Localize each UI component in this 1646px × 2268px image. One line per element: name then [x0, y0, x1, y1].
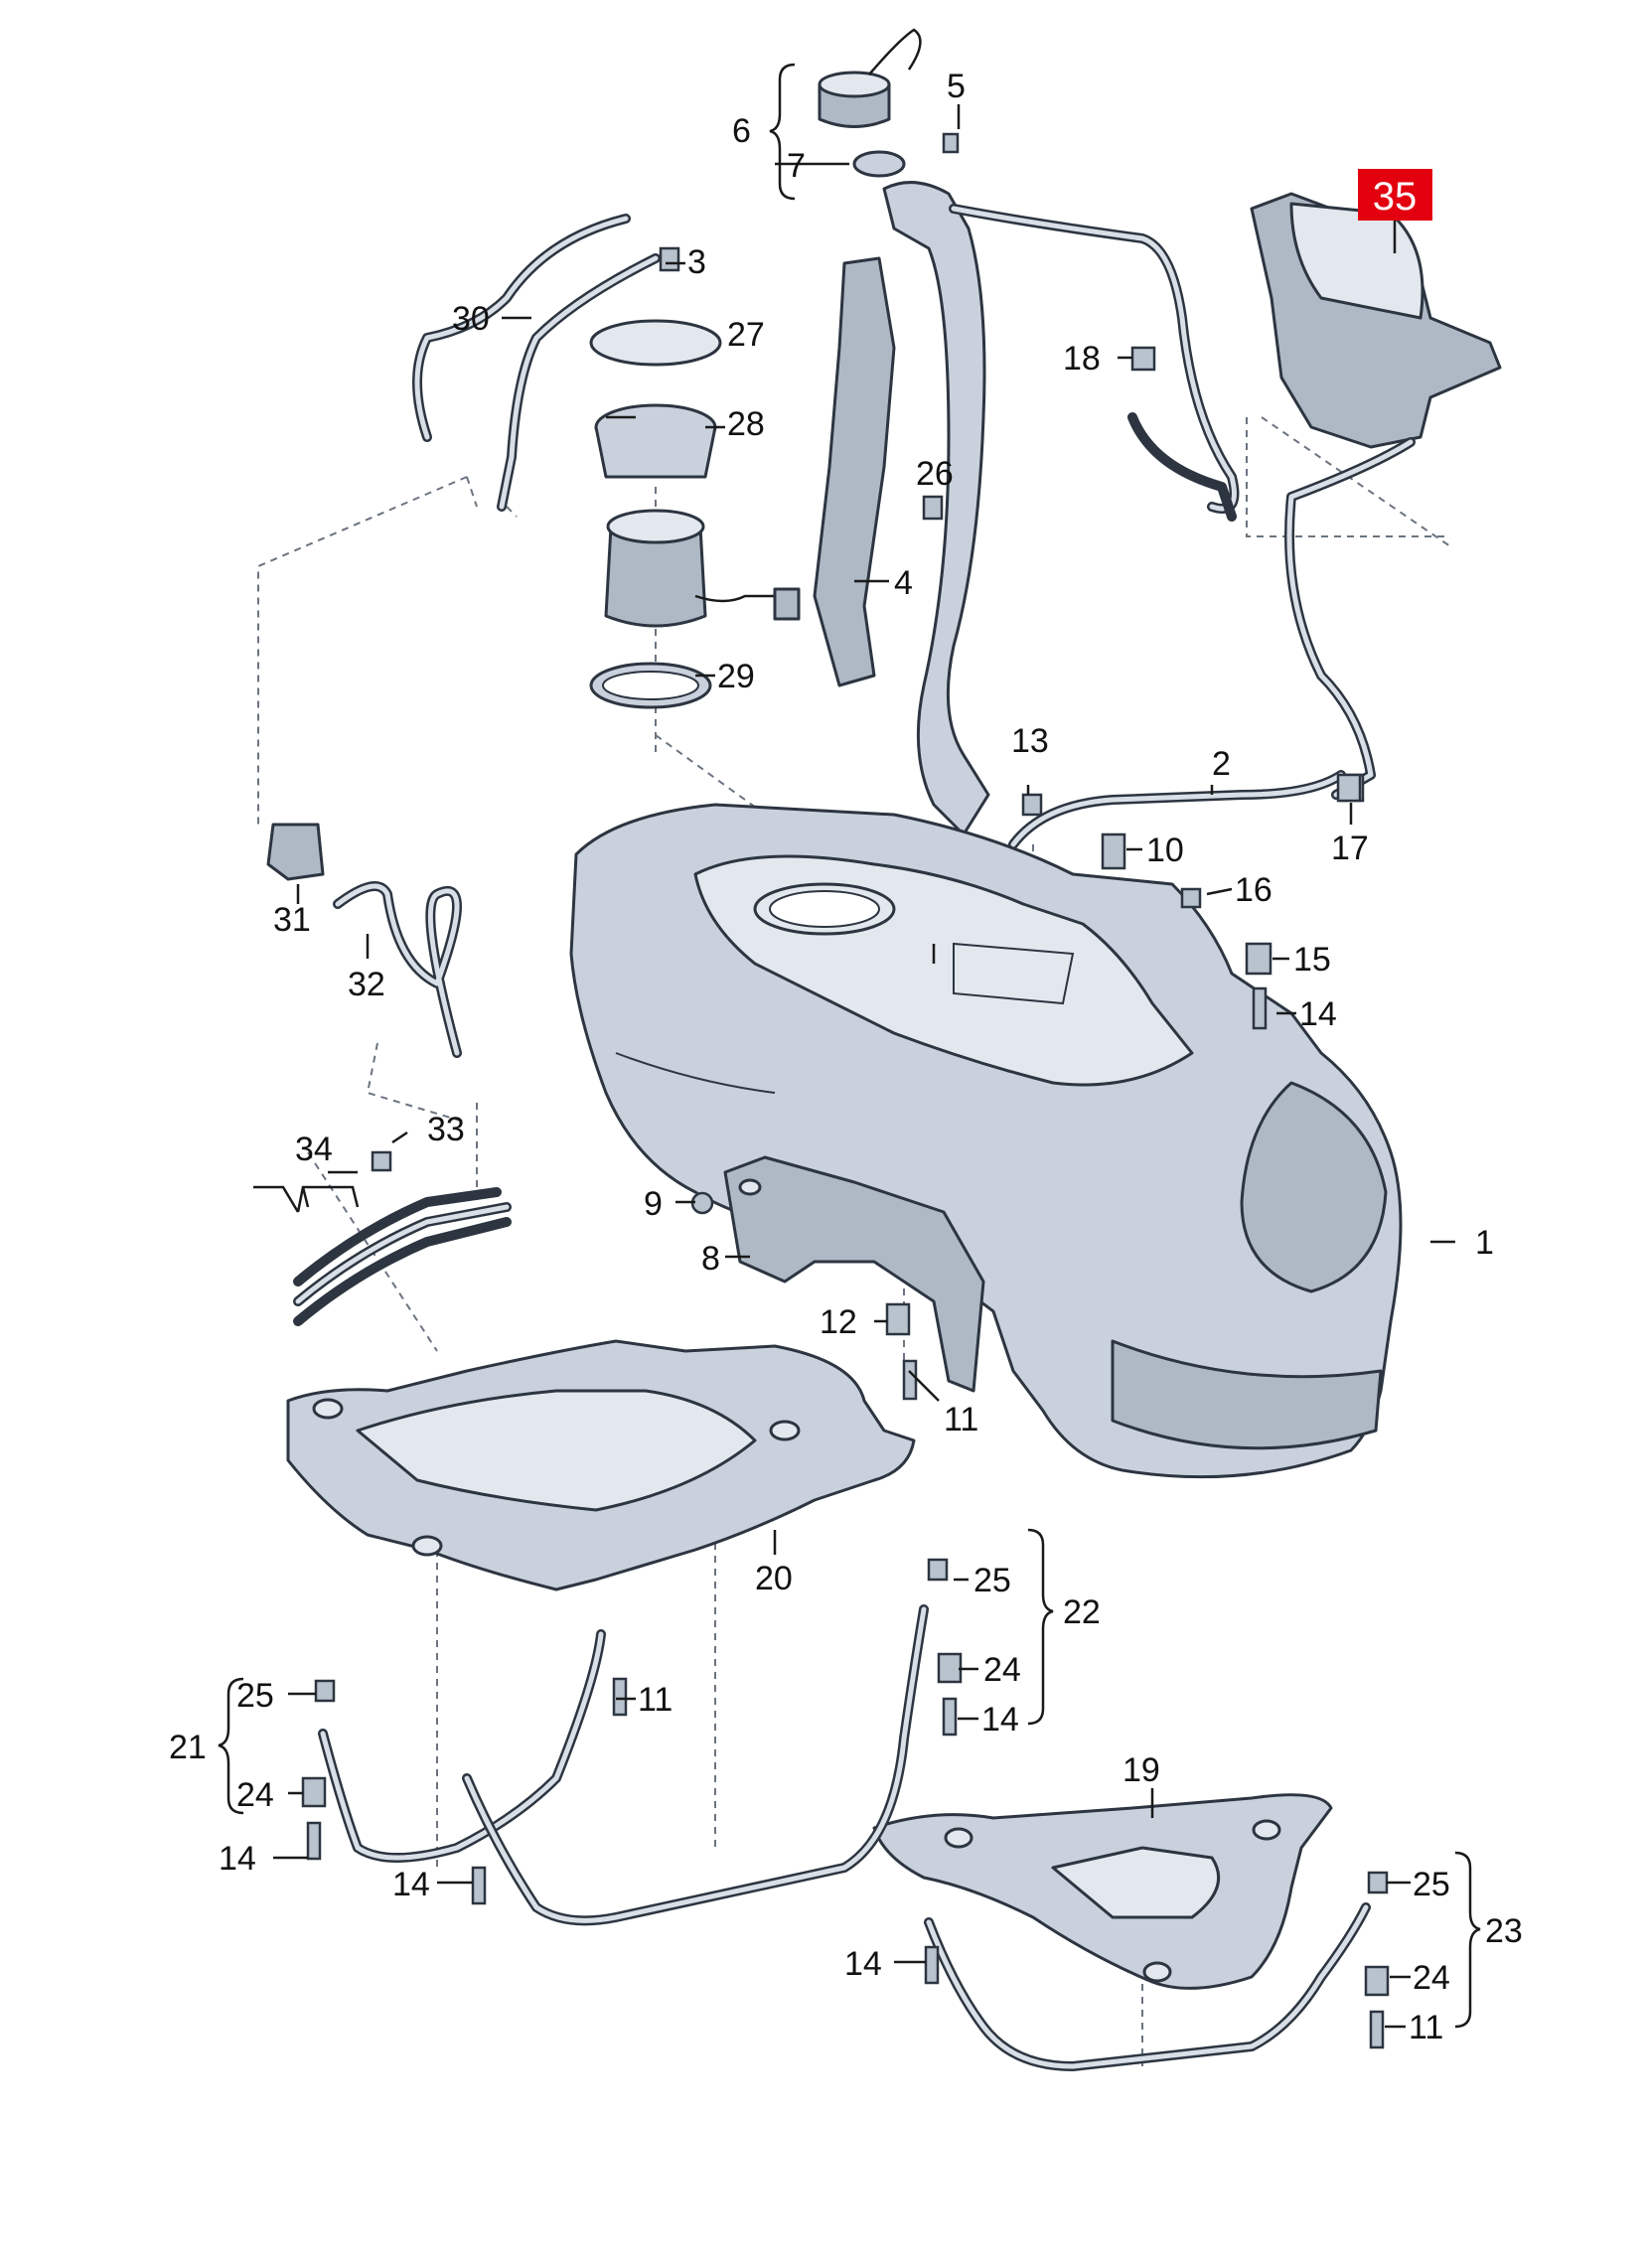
- callout-20: 20: [755, 1560, 793, 1597]
- vent-line: [1008, 346, 1346, 849]
- callout-14-far-left: 14: [219, 1840, 256, 1878]
- callout-4: 4: [894, 564, 913, 602]
- highlight-label-text: 35: [1373, 175, 1418, 219]
- callout-25-left: 25: [236, 1677, 274, 1715]
- fuel-pump-assembly: [412, 214, 801, 709]
- callout-34: 34: [295, 1131, 333, 1168]
- filler-cap: [818, 28, 960, 178]
- callout-17: 17: [1331, 830, 1369, 867]
- leader-lines: [273, 104, 1455, 2029]
- callout-19: 19: [1122, 1751, 1160, 1789]
- callout-10: 10: [1146, 832, 1184, 869]
- callout-30: 30: [452, 300, 490, 338]
- callout-29: 29: [717, 658, 755, 695]
- callout-14-tank: 14: [1299, 995, 1337, 1033]
- callout-1: 1: [1475, 1224, 1494, 1262]
- callout-8: 8: [701, 1240, 720, 1278]
- callout-9: 9: [644, 1185, 663, 1223]
- callout-7: 7: [787, 147, 806, 185]
- callout-27: 27: [727, 316, 765, 354]
- callout-14-left: 14: [392, 1866, 430, 1903]
- callout-12: 12: [820, 1303, 857, 1341]
- callout-28: 28: [727, 405, 765, 443]
- callout-31: 31: [273, 901, 311, 939]
- callout-14-rear: 14: [844, 1945, 882, 1983]
- pressure-valve-assembly: [266, 823, 512, 1326]
- callout-24-left: 24: [236, 1776, 274, 1814]
- callout-16: 16: [1235, 871, 1272, 909]
- callout-11-tank: 11: [944, 1401, 978, 1438]
- callout-14-middle: 14: [981, 1701, 1019, 1739]
- callout-11-left: 11: [638, 1681, 673, 1719]
- callout-5: 5: [947, 68, 966, 105]
- callout-24-middle: 24: [983, 1651, 1021, 1689]
- callout-24-right: 24: [1413, 1959, 1450, 1997]
- filler-neck: [882, 181, 1240, 836]
- callout-21: 21: [169, 1729, 207, 1766]
- callout-23: 23: [1485, 1912, 1523, 1950]
- callout-25-middle: 25: [973, 1562, 1011, 1599]
- heat-shield-front: [286, 1339, 916, 1591]
- strap-fasteners: [301, 1558, 1390, 2049]
- charcoal-canister: [1250, 192, 1502, 803]
- heat-shield-rear: [872, 1793, 1333, 1990]
- callout-11-right: 11: [1409, 2009, 1443, 2046]
- callout-6: 6: [732, 112, 751, 150]
- callout-labels: 1 2 3 4 5 6 7 8 9 10 11 11 11 12 13 14 1…: [169, 68, 1523, 2046]
- callout-2: 2: [1212, 745, 1231, 783]
- callout-22: 22: [1063, 1593, 1101, 1631]
- grouping-braces: [218, 63, 1481, 2029]
- filler-neck-bracket: [813, 256, 944, 687]
- callout-3: 3: [687, 243, 706, 281]
- tank-straps: [318, 1604, 1371, 2071]
- callout-25-right: 25: [1413, 1866, 1450, 1903]
- fuel-tank: [569, 803, 1403, 1479]
- callout-15: 15: [1293, 941, 1331, 979]
- callout-33: 33: [427, 1111, 465, 1148]
- highlight-label-35[interactable]: 35: [1358, 169, 1432, 253]
- callout-32: 32: [348, 966, 385, 1003]
- tank-mount-bracket: [723, 1155, 985, 1393]
- callout-13: 13: [1011, 722, 1049, 760]
- fasteners: [690, 773, 1362, 1401]
- callout-18: 18: [1063, 340, 1101, 378]
- callout-26: 26: [916, 455, 954, 493]
